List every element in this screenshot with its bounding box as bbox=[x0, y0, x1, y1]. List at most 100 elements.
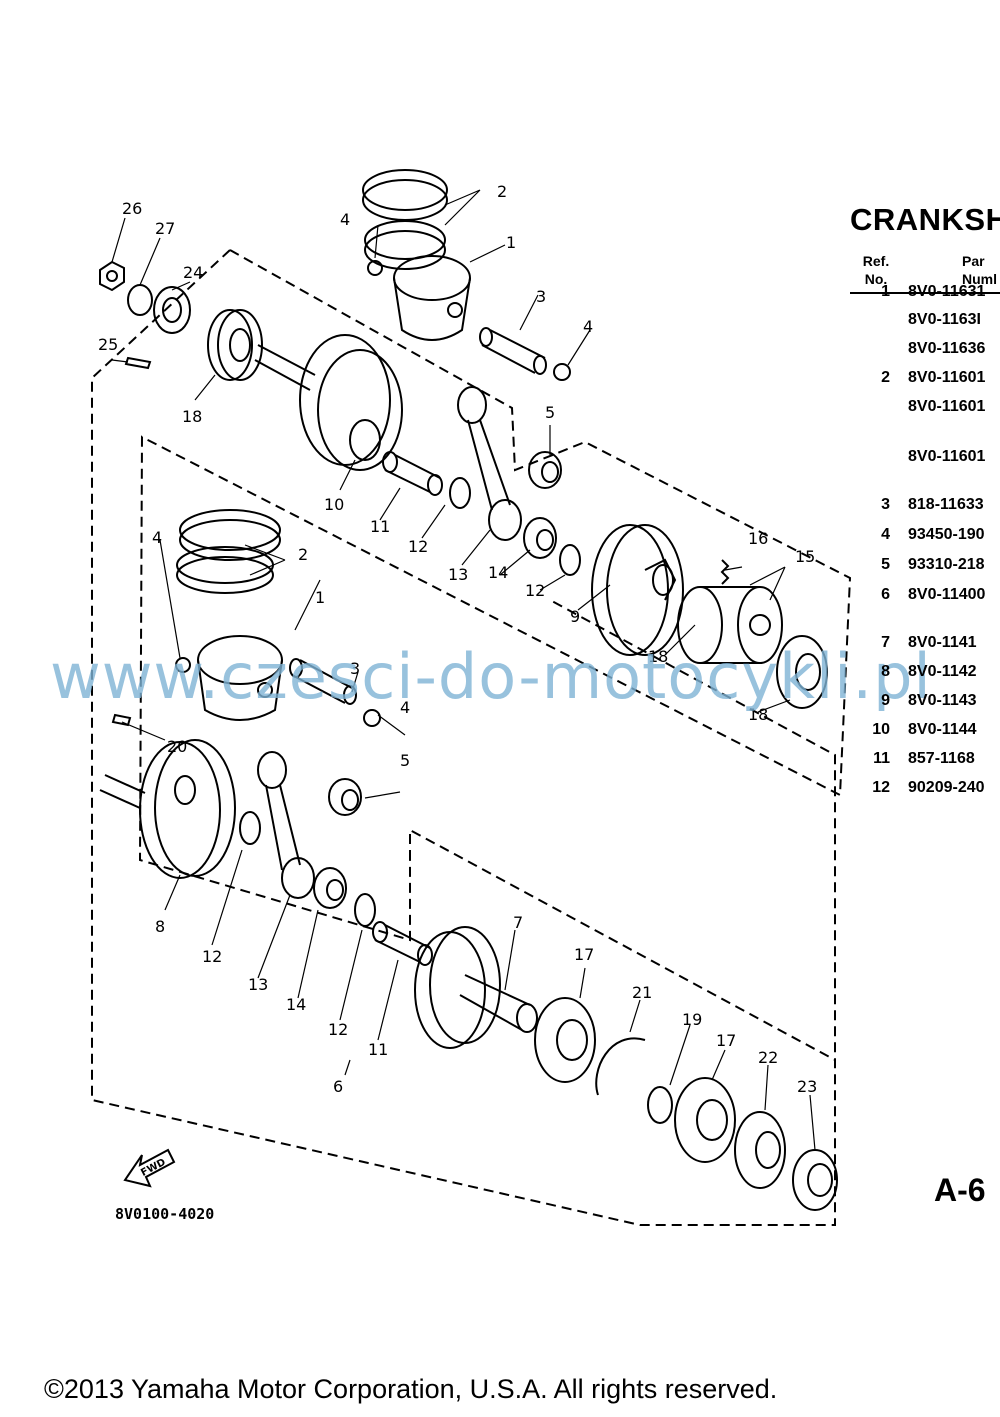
labyrinth-seal-15 bbox=[677, 586, 783, 664]
callout-23: 23 bbox=[797, 1077, 817, 1096]
callout-13: 13 bbox=[248, 975, 268, 994]
callout-11: 11 bbox=[370, 517, 390, 536]
piston-upper bbox=[393, 255, 471, 341]
part-number: 8V0-1142 bbox=[908, 663, 977, 680]
callout-4: 4 bbox=[340, 210, 350, 229]
clip-upper-right bbox=[553, 363, 571, 381]
ref-no: 9 bbox=[881, 692, 890, 709]
callout-15: 15 bbox=[795, 547, 815, 566]
ref-no: 7 bbox=[881, 634, 890, 651]
assembly-boundary-upper bbox=[138, 249, 852, 942]
crank-half-7 bbox=[414, 926, 538, 1049]
part-number: 8V0-1143 bbox=[908, 692, 977, 709]
needle-bearing-14-upper bbox=[523, 517, 557, 559]
fwd-label: FWD bbox=[139, 1157, 167, 1179]
header-ref-line2: No. bbox=[864, 271, 888, 287]
washer-12-lower-left bbox=[239, 811, 261, 845]
callout-12: 12 bbox=[525, 581, 545, 600]
callout-22: 22 bbox=[758, 1048, 778, 1067]
callout-12: 12 bbox=[202, 947, 222, 966]
needle-bearing-5-lower bbox=[328, 778, 362, 816]
assembly-boundary-lower bbox=[409, 828, 836, 1061]
bearing-17-outer bbox=[674, 1077, 736, 1163]
callout-1: 1 bbox=[315, 588, 325, 607]
part-number: 8V0-11400 bbox=[908, 586, 986, 603]
piston-pin-lower bbox=[289, 658, 357, 705]
callout-26: 26 bbox=[122, 199, 142, 218]
part-number: 8V0-11601 bbox=[908, 448, 986, 465]
header-part-line2: Numl bbox=[962, 271, 997, 287]
piston-rings-lower bbox=[176, 509, 281, 594]
header-ref: Ref. No. bbox=[860, 252, 892, 288]
fwd-arrow-icon bbox=[123, 1148, 176, 1188]
washer-12-upper bbox=[449, 477, 471, 509]
clip-lower-left bbox=[175, 657, 191, 673]
callout-4: 4 bbox=[400, 698, 410, 717]
connecting-rod-lower bbox=[257, 751, 315, 899]
bearing-18-left bbox=[207, 309, 263, 381]
callout-5: 5 bbox=[400, 751, 410, 770]
bearing-17-inner bbox=[534, 997, 596, 1083]
callout-11: 11 bbox=[368, 1040, 388, 1059]
callout-6: 6 bbox=[333, 1077, 343, 1096]
clip-upper-left bbox=[367, 260, 383, 276]
header-part: Par Numl bbox=[962, 252, 997, 288]
callout-7: 7 bbox=[513, 913, 523, 932]
part-number: 8V0-1144 bbox=[908, 721, 977, 738]
key bbox=[124, 356, 152, 370]
part-number: 93450-190 bbox=[908, 526, 985, 543]
callout-2: 2 bbox=[298, 545, 308, 564]
callout-17: 17 bbox=[716, 1031, 736, 1050]
header-ref-line1: Ref. bbox=[862, 253, 890, 269]
washer-12-lower-right bbox=[354, 893, 376, 927]
callout-4: 4 bbox=[152, 528, 162, 547]
callout-14: 14 bbox=[286, 995, 306, 1014]
watermark: www.czesci-do-motocykli.pl bbox=[50, 640, 932, 713]
callout-12: 12 bbox=[328, 1020, 348, 1039]
nut bbox=[99, 260, 125, 292]
callout-16: 16 bbox=[748, 529, 768, 548]
callout-4: 4 bbox=[583, 317, 593, 336]
part-number: 8V0-11601 bbox=[908, 369, 986, 386]
piston-lower bbox=[197, 635, 283, 721]
callout-25: 25 bbox=[98, 335, 118, 354]
assembly-boundary-outer bbox=[91, 249, 836, 1226]
callout-18: 18 bbox=[748, 705, 768, 724]
callout-9: 9 bbox=[570, 607, 580, 626]
ref-no: 3 bbox=[881, 496, 890, 513]
crank-half-8 bbox=[99, 739, 236, 879]
ref-no: 6 bbox=[881, 586, 890, 603]
bearing-18-right bbox=[776, 635, 828, 709]
ref-no: 11 bbox=[873, 750, 890, 767]
callout-18: 18 bbox=[648, 647, 668, 666]
part-number: 8V0-11631 bbox=[908, 283, 986, 300]
page-title: CRANKSH bbox=[850, 202, 1000, 237]
crank-half-10 bbox=[254, 334, 403, 471]
header-part-line1: Par bbox=[962, 253, 985, 269]
part-number: 818-11633 bbox=[908, 496, 984, 513]
needle-bearing-14-lower bbox=[313, 867, 347, 909]
gear-23 bbox=[792, 1149, 838, 1211]
callout-12: 12 bbox=[408, 537, 428, 556]
callout-17: 17 bbox=[574, 945, 594, 964]
callout-21: 21 bbox=[632, 983, 652, 1002]
callout-3: 3 bbox=[536, 287, 546, 306]
part-number: 8V0-1141 bbox=[908, 634, 977, 651]
leader-lines bbox=[111, 189, 816, 1151]
callout-8: 8 bbox=[155, 917, 165, 936]
callout-5: 5 bbox=[545, 403, 555, 422]
needle-bearing-5-upper bbox=[528, 451, 562, 489]
ref-no: 8 bbox=[881, 663, 890, 680]
oil-seal-22 bbox=[734, 1111, 786, 1189]
callout-13: 13 bbox=[448, 565, 468, 584]
ref-no: 2 bbox=[881, 369, 890, 386]
callout-27: 27 bbox=[155, 219, 175, 238]
part-number: 8V0-11601 bbox=[908, 398, 986, 415]
ref-no: 4 bbox=[881, 526, 890, 543]
callout-24: 24 bbox=[183, 263, 203, 282]
ref-no: 5 bbox=[881, 556, 890, 573]
connecting-rod-upper bbox=[457, 386, 522, 541]
oil-seal bbox=[153, 286, 191, 334]
key-20 bbox=[111, 713, 132, 727]
